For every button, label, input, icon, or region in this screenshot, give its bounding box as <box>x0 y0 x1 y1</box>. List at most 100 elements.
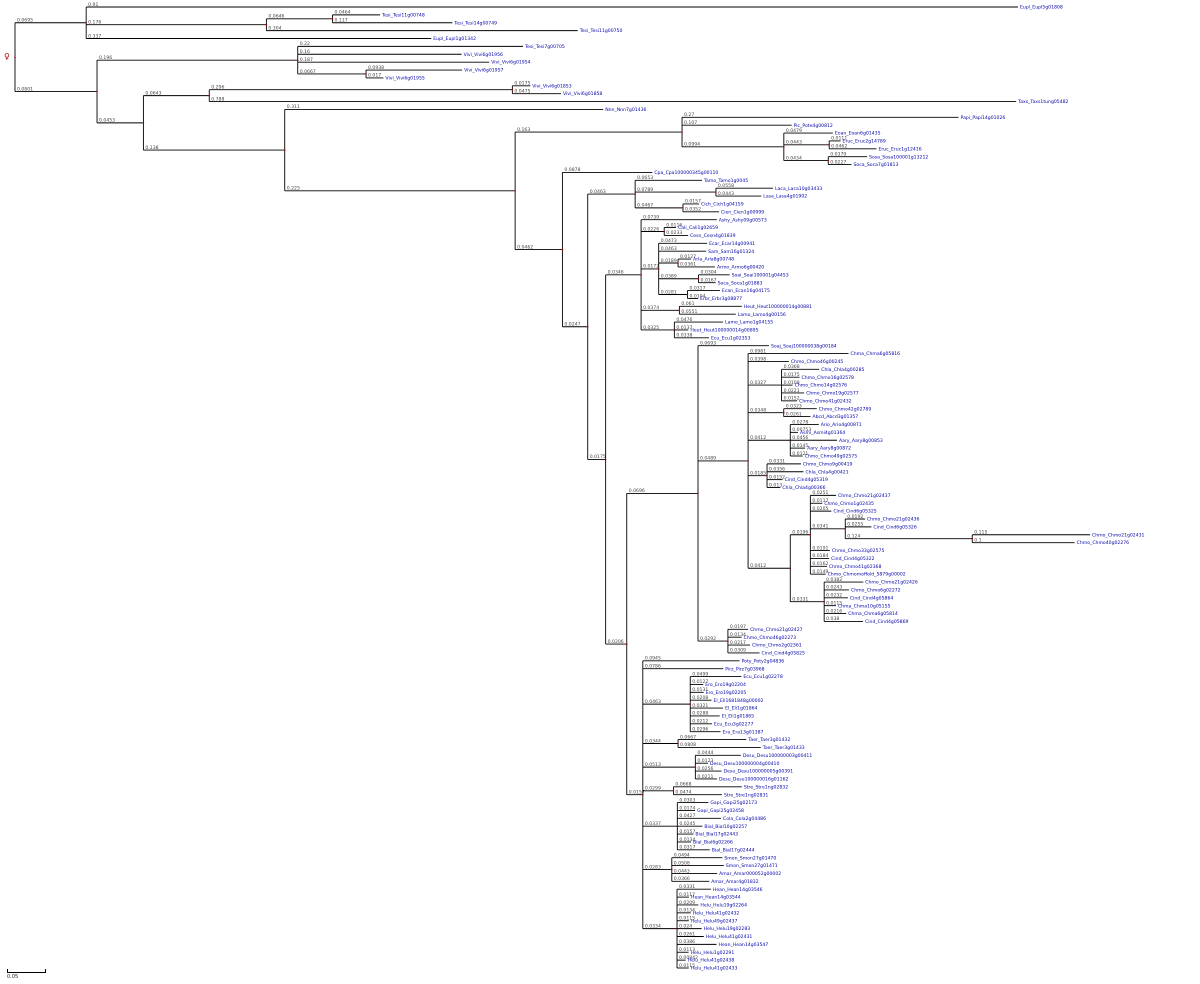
branch-length-14: 0.0667 <box>300 69 316 75</box>
node-marker-42 <box>715 191 717 193</box>
leaf-label-87: Abcd_Abcd3g01357 <box>812 414 858 420</box>
branch-length-140: 0.0808 <box>680 742 696 748</box>
branch-length-16: 0.017 <box>368 73 381 79</box>
branch-length-21: 0.0475 <box>514 88 530 94</box>
branch-length-108: 0.115 <box>974 530 987 536</box>
branch-length-12: 0.16 <box>300 49 310 55</box>
leaf-label-27: Papi_Papi14g01026 <box>961 115 1006 121</box>
node-marker-66 <box>678 309 681 312</box>
branch-length-157: 0.0283 <box>645 864 661 870</box>
leaf-label-140: Taer_Taer3g01433 <box>762 745 805 751</box>
leaf-label-145: Desu_Desu100000016g01162 <box>719 777 789 783</box>
leaf-label-33: Eruc_Eruc1g12416 <box>878 146 921 152</box>
branch-length-60: 0.0389 <box>661 274 677 280</box>
branch-length-65: 0.0104 <box>689 293 705 299</box>
leaf-label-130: Ecu_Ecu1g02278 <box>743 674 783 680</box>
branch-length-116: 0.0243 <box>826 585 842 591</box>
leaf-label-110: Chmo_Chmo33g02575 <box>832 548 885 554</box>
branch-length-123: 0.0134 <box>730 632 746 638</box>
leaf-label-168: Helu_Helu19g02283 <box>704 926 751 932</box>
node-marker-85 <box>782 411 785 414</box>
leaf-label-160: Amar_Amar000052g00002 <box>719 871 781 877</box>
leaf-label-11: Tesi_Tesi7g00705 <box>524 44 565 50</box>
branch-length-124: 0.0217 <box>730 640 746 646</box>
scale-bar-tick-left <box>7 969 8 973</box>
branch-length-154: 0.0157 <box>679 829 695 835</box>
leaf-label-173: Helu_Helu41g02433 <box>691 966 738 972</box>
branch-length-35: 0.0379 <box>830 151 846 157</box>
leaf-label-137: Era_Era13g01387 <box>723 729 764 735</box>
branch-length-4: 0.0646 <box>268 14 284 20</box>
branch-length-36: 0.0227 <box>830 159 846 165</box>
branch-length-61: 0.0304 <box>701 270 717 276</box>
leaf-label-97: Cind_Cind4g05319 <box>785 477 828 483</box>
leaf-label-61: Soai_Soai100001g04453 <box>732 272 789 278</box>
branch-length-44: 0.0443 <box>718 191 734 197</box>
branch-length-104: 0.0341 <box>812 524 828 530</box>
branch-length-114: 0.0331 <box>792 597 808 603</box>
branch-length-43: 0.0558 <box>718 183 734 189</box>
branch-length-129: 0.0463 <box>645 699 661 705</box>
leaf-label-135: El_Eli1g01865 <box>722 714 754 720</box>
node-marker-63 <box>686 293 689 296</box>
branch-length-133: 0.0208 <box>692 695 708 701</box>
branch-length-34: 0.0434 <box>786 155 802 161</box>
node-marker-17 <box>142 122 145 124</box>
branch-length-62: 0.0167 <box>701 277 717 283</box>
branch-length-76: 0.0489 <box>700 456 716 462</box>
leaf-label-142: Desu_Desu100000003g00411 <box>743 753 813 759</box>
leaf-label-92: Aary_Aary8g00872 <box>807 446 851 452</box>
branch-length-82: 0.0108 <box>784 380 800 386</box>
branch-length-98: 0.013 <box>769 482 782 488</box>
node-marker-48 <box>604 458 607 461</box>
branch-length-110: 0.0191 <box>812 545 828 551</box>
branch-length-135: 0.0288 <box>692 711 708 717</box>
leaf-label-158: Smon_Smon27g01470 <box>724 855 776 861</box>
leaf-label-116: Chmo_Chmo6g02272 <box>851 588 901 594</box>
branch-length-145: 0.0211 <box>697 774 713 780</box>
leaf-label-164: Hean_Hean14g03544 <box>691 895 741 901</box>
branch-length-40: 0.0463 <box>590 189 606 195</box>
branch-length-83: 0.0221 <box>784 388 800 394</box>
leaf-label-84: Chmo_Chmo41g02432 <box>799 398 852 404</box>
branch-length-24: 0.311 <box>287 104 300 110</box>
branch-length-67: 0.061 <box>681 301 694 307</box>
branch-length-39: 0.0247 <box>564 322 580 328</box>
branch-length-32: 0.0111 <box>831 136 847 142</box>
branch-length-119: 0.0216 <box>826 608 842 614</box>
root-marker: ♀ <box>4 52 10 61</box>
branch-length-38: 0.0878 <box>564 167 580 173</box>
leaf-label-167: Helu_Helu49g02437 <box>691 918 738 924</box>
branch-length-118: 0.0115 <box>826 600 842 606</box>
branch-length-33: 0.0462 <box>831 144 847 150</box>
branch-length-69: 0.0325 <box>643 325 659 331</box>
leaf-label-159: Smon_Smon27g01471 <box>726 863 778 869</box>
leaf-label-134: El_Eli1g01864 <box>725 706 757 712</box>
branch-length-136: 0.0212 <box>692 719 708 725</box>
node-marker-45 <box>682 207 684 209</box>
node-marker-31 <box>828 144 830 146</box>
leaf-label-111: Cind_Cind4g05322 <box>831 556 874 562</box>
leaf-label-64: Ecan_Ecan16g04175 <box>722 288 770 294</box>
node-marker-10 <box>296 59 299 61</box>
branch-length-48: 0.0175 <box>590 454 606 460</box>
branch-length-37: 0.0462 <box>517 244 533 250</box>
branch-length-113: 0.0149 <box>812 569 828 575</box>
node-marker-4 <box>331 18 334 20</box>
leaf-label-143: Desu_Desu100000004g00410 <box>710 761 780 767</box>
branch-length-149: 0.0337 <box>645 821 661 827</box>
branch-length-146: 0.0299 <box>645 786 661 792</box>
branch-length-78: 0.0398 <box>750 356 766 362</box>
leaf-label-80: Chla_Chla4g00285 <box>821 367 864 373</box>
branch-length-28: 0.107 <box>684 120 697 126</box>
node-marker-76 <box>747 460 749 462</box>
leaf-label-59: Armo_Armo6g00420 <box>717 265 764 271</box>
branch-length-158: 0.0494 <box>674 853 690 859</box>
branch-length-2: 0.91 <box>88 2 98 8</box>
leaf-label-70: Lamo_Lamo1g04155 <box>725 320 773 326</box>
leaf-label-109: Chmo_Chmo40g02276 <box>1077 540 1130 546</box>
node-marker-39 <box>586 325 589 328</box>
branch-length-3: 0.176 <box>88 20 101 26</box>
branch-length-107: 0.124 <box>847 534 860 540</box>
branch-length-106: 0.0255 <box>847 522 863 528</box>
